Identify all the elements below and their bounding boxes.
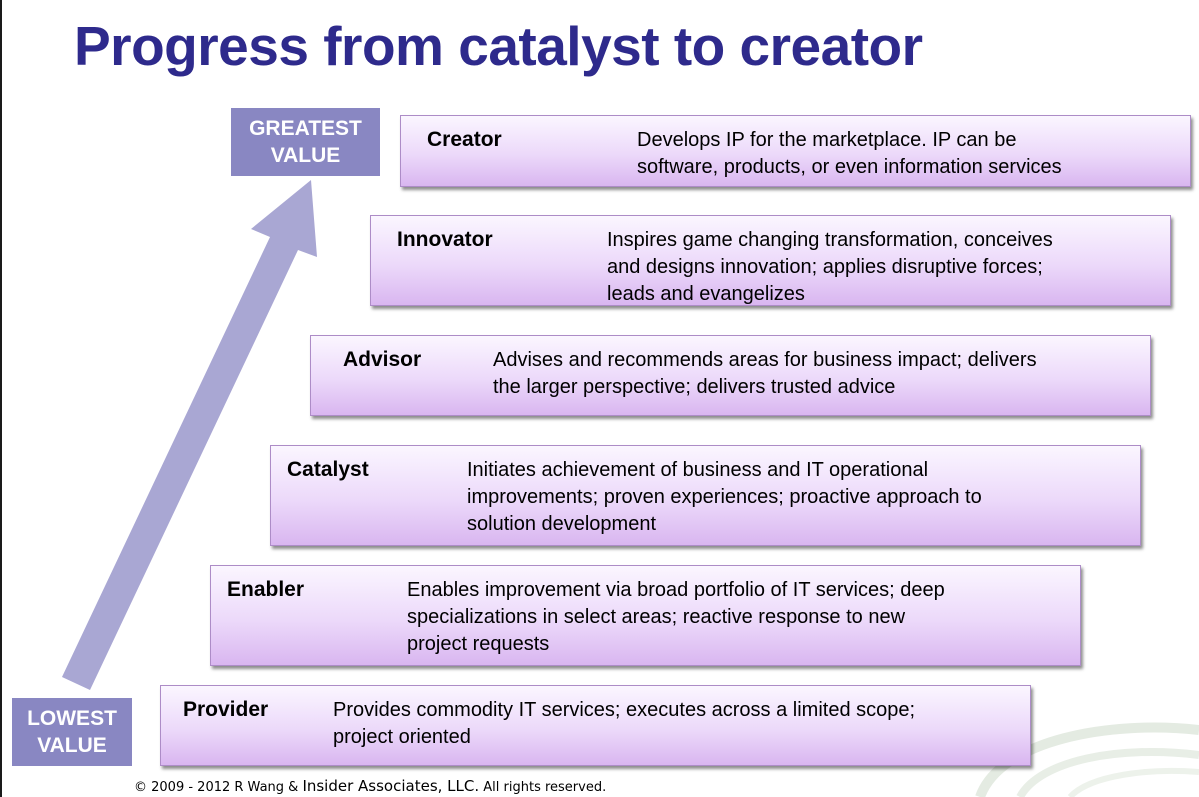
greatest-value-line-1: GREATEST — [249, 117, 362, 140]
copyright-part-3: All rights reserved. — [479, 780, 607, 795]
lowest-value-line-1: LOWEST — [27, 707, 117, 730]
tier-catalyst-name: Catalyst — [287, 458, 369, 481]
copyright-footer: © 2009 - 2012 R Wang & Insider Associate… — [134, 777, 606, 795]
tier-innovator: Innovator Inspires game changing transfo… — [370, 215, 1171, 306]
tier-provider: Provider Provides commodity IT services;… — [160, 685, 1031, 766]
tier-advisor-description: Advises and recommends areas for busines… — [493, 349, 1037, 398]
tier-provider-description: Provides commodity IT services; executes… — [333, 699, 916, 748]
tier-provider-name: Provider — [183, 698, 269, 721]
tier-catalyst-description: Initiates achievement of business and IT… — [467, 459, 982, 535]
tier-enabler: Enabler Enables improvement via broad po… — [210, 565, 1081, 666]
tier-creator-name: Creator — [427, 128, 502, 151]
tier-enabler-description: Enables improvement via broad portfolio … — [407, 579, 945, 655]
tier-advisor-name: Advisor — [343, 348, 422, 371]
background-swirl-decoration — [975, 722, 1199, 797]
tier-creator-description: Develops IP for the marketplace. IP can … — [637, 129, 1062, 178]
tier-enabler-name: Enabler — [227, 578, 305, 601]
greatest-value-line-2: VALUE — [270, 144, 341, 167]
tier-catalyst: Catalyst Initiates achievement of busine… — [270, 445, 1141, 546]
tier-creator: Creator Develops IP for the marketplace.… — [400, 115, 1191, 187]
tier-advisor: Advisor Advises and recommends areas for… — [310, 335, 1151, 416]
page-title: Progress from catalyst to creator — [74, 15, 923, 77]
greatest-value-label: GREATEST VALUE — [231, 108, 380, 176]
tier-innovator-name: Innovator — [397, 228, 493, 251]
copyright-part-2: Insider Associates, LLC. — [302, 777, 480, 795]
tier-innovator-description: Inspires game changing transformation, c… — [607, 229, 1053, 305]
left-edge-rule — [0, 0, 2, 797]
lowest-value-line-2: VALUE — [37, 734, 107, 757]
lowest-value-label: LOWEST VALUE — [12, 698, 132, 766]
copyright-part-1: © 2009 - 2012 R Wang & — [134, 780, 303, 795]
